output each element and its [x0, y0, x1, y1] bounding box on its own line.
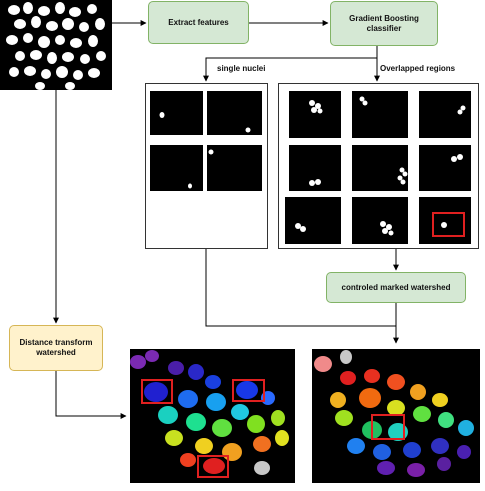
single-nuclei-thumbnails — [150, 91, 262, 191]
gradient-boosting-label-line1: Gradient Boosting — [349, 13, 419, 23]
extract-features-label: Extract features — [168, 17, 229, 27]
extract-features-node: Extract features — [148, 1, 249, 44]
gradient-boosting-label-line2: classifier — [366, 23, 402, 33]
highlight-box — [232, 379, 265, 402]
highlight-box — [371, 414, 405, 440]
distance-transform-label-line2: watershed — [36, 348, 76, 357]
input-mask-image — [0, 0, 112, 90]
gradient-boosting-node: Gradient Boosting classifier — [330, 1, 438, 46]
controlled-watershed-result-image — [312, 349, 480, 483]
controlled-watershed-label: controled marked watershed — [341, 282, 451, 292]
highlight-box — [432, 212, 465, 237]
highlight-box — [141, 379, 173, 404]
distance-transform-node: Distance transform watershed — [9, 325, 103, 371]
overlapped-regions-panel — [278, 83, 479, 249]
overlapped-regions-edge-label: Overlapped regions — [380, 64, 456, 73]
dt-watershed-result-image — [130, 349, 295, 483]
single-nuclei-edge-label: single nuclei — [217, 64, 266, 73]
controlled-watershed-node: controled marked watershed — [326, 272, 466, 303]
distance-transform-label-line1: Distance transform — [19, 338, 93, 347]
overlapped-regions-thumbnails — [285, 91, 471, 244]
highlight-box — [197, 455, 229, 478]
edges — [53, 20, 399, 419]
single-nuclei-panel — [145, 83, 268, 249]
